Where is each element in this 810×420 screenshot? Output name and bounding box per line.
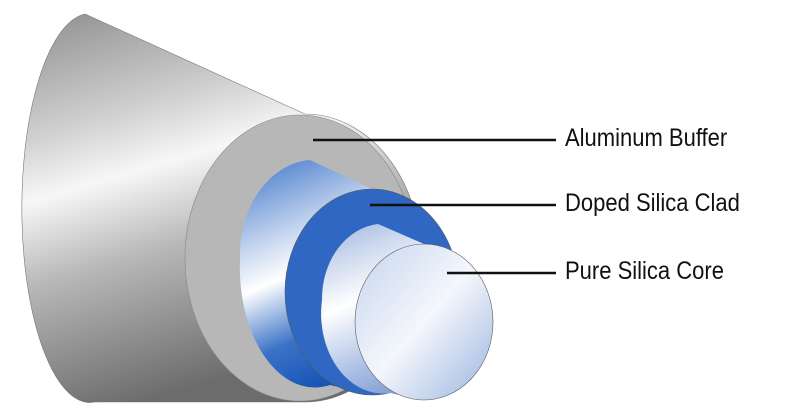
doped-silica-clad-label: Doped Silica Clad xyxy=(565,189,740,217)
core-face xyxy=(354,243,494,401)
aluminum-buffer-label: Aluminum Buffer xyxy=(565,124,728,152)
pure-silica-core-label: Pure Silica Core xyxy=(565,257,724,285)
